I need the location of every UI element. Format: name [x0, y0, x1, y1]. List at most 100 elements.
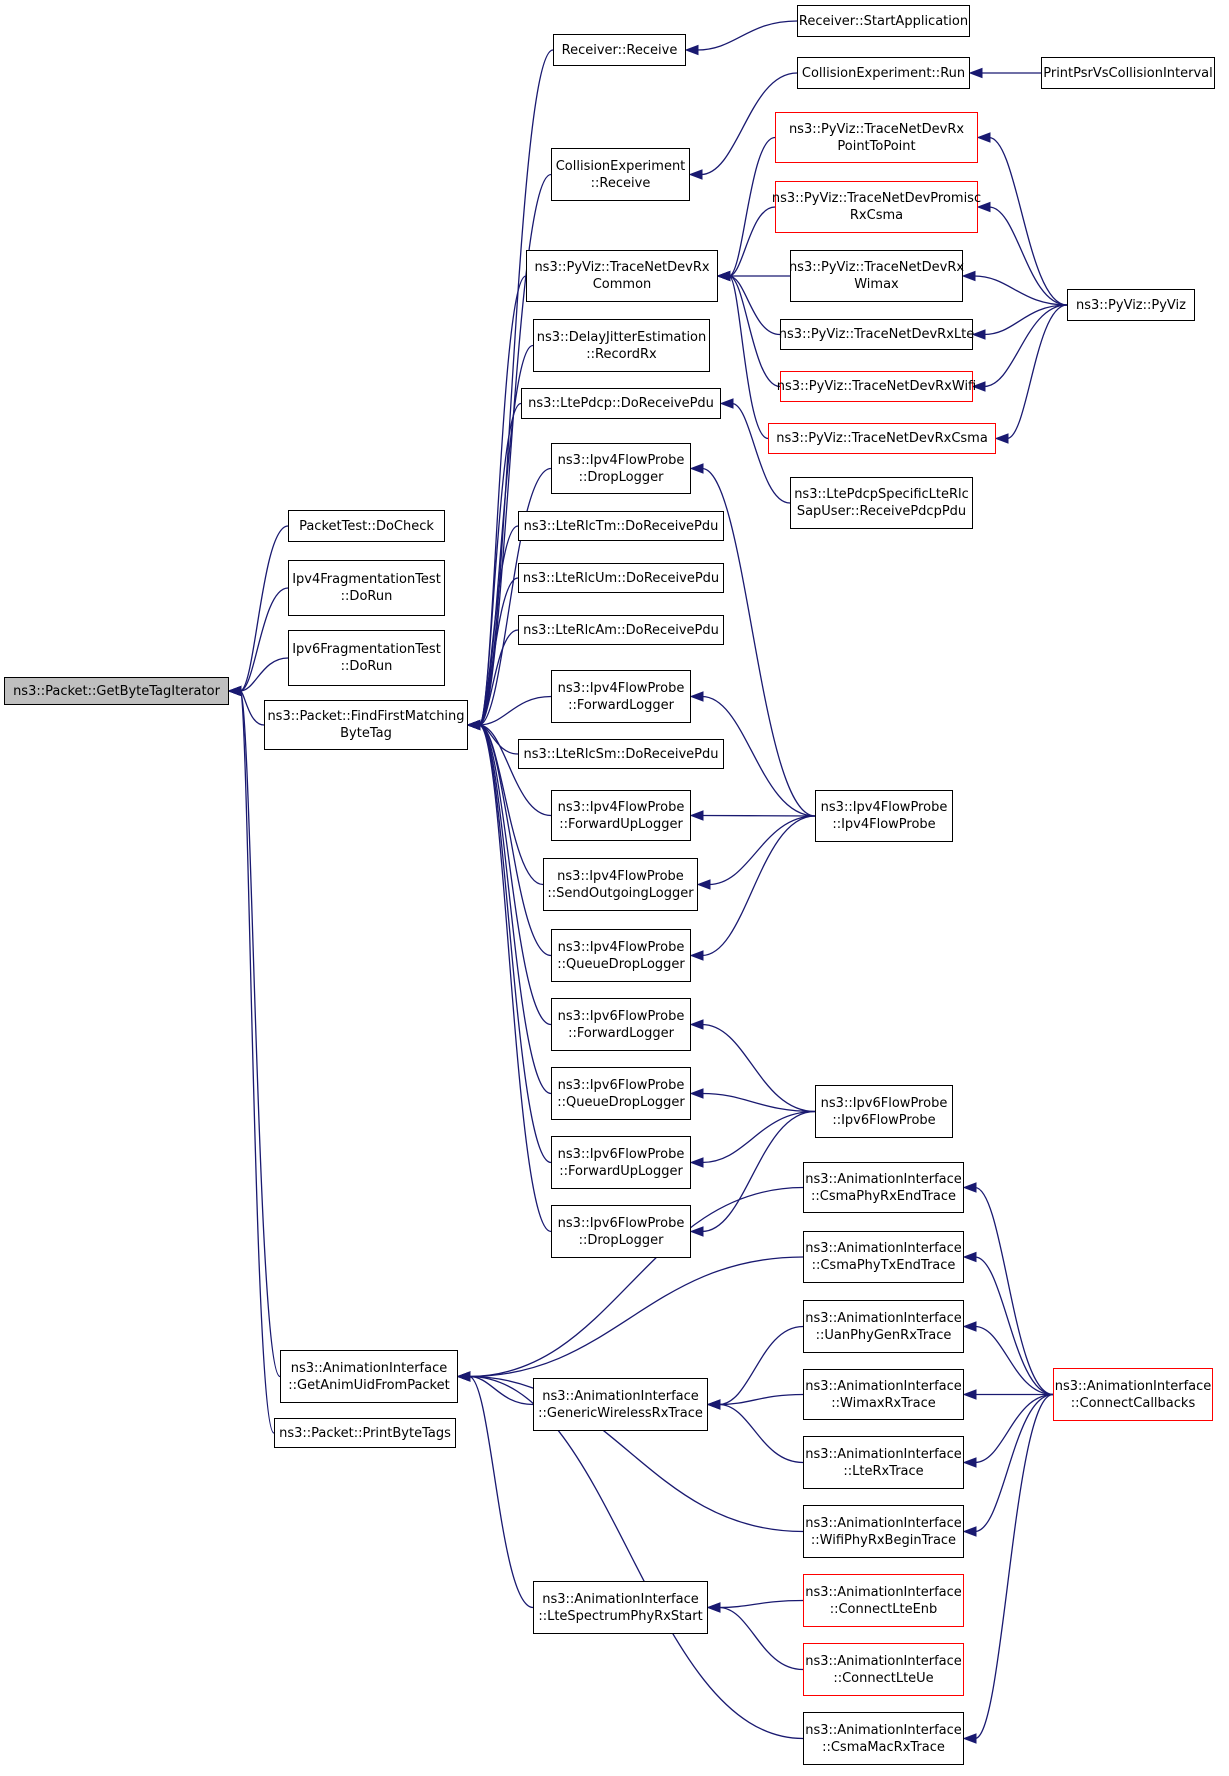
node-connectenb[interactable]: ns3::AnimationInterface ::ConnectLteEnb	[803, 1574, 964, 1627]
edge-ipv6probe-to-ipv6qdrop	[701, 1092, 816, 1113]
node-csmatxend[interactable]: ns3::AnimationInterface ::CsmaPhyTxEndTr…	[803, 1231, 964, 1283]
edge-arrowhead	[466, 719, 481, 731]
edge-connectcallbacks-to-lterx	[974, 1393, 1054, 1464]
edge-printbytetags-to-root	[239, 690, 275, 1434]
node-wimax[interactable]: ns3::PyViz::TraceNetDevRx Wimax	[789, 250, 964, 302]
node-printpsr[interactable]: PrintPsrVsCollisionInterval	[1041, 57, 1215, 89]
node-collrun[interactable]: CollisionExperiment::Run	[797, 57, 970, 89]
node-rlcum[interactable]: ns3::LteRlcUm::DoReceivePdu	[518, 563, 724, 593]
edge-connectenb-to-ltespectrum	[718, 1599, 804, 1609]
node-packettest[interactable]: PacketTest::DoCheck	[288, 510, 445, 542]
edge-arrowhead	[689, 1226, 704, 1237]
edge-ipv4frag-to-root	[239, 587, 289, 692]
edge-arrowhead	[716, 270, 731, 282]
edge-ptp-to-tracecommon	[728, 136, 776, 277]
edge-arrowhead	[719, 398, 734, 409]
edge-arrowhead	[962, 1389, 977, 1400]
edge-connectue-to-ltespectrum	[718, 1606, 804, 1671]
node-tracecommon[interactable]: ns3::PyViz::TraceNetDevRx Common	[526, 250, 718, 302]
edge-ipv4probe-to-ipv4qdrop	[701, 815, 816, 957]
node-ltepdcp[interactable]: ns3::LtePdcp::DoReceivePdu	[521, 388, 721, 419]
edge-arrowhead	[976, 132, 991, 143]
edge-arrowhead	[456, 1371, 471, 1382]
edge-arrowhead	[994, 433, 1009, 444]
node-genericwireless[interactable]: ns3::AnimationInterface ::GenericWireles…	[533, 1378, 708, 1431]
node-rlcsm[interactable]: ns3::LteRlcSm::DoReceivePdu	[518, 739, 724, 769]
node-pyviz[interactable]: ns3::PyViz::PyViz	[1067, 289, 1195, 321]
edge-connectcallbacks-to-csmamac	[974, 1393, 1054, 1740]
node-ltespectrum[interactable]: ns3::AnimationInterface ::LteSpectrumPhy…	[533, 1581, 708, 1634]
node-ipv6frag[interactable]: Ipv6FragmentationTest ::DoRun	[288, 630, 445, 686]
node-ipv4probe[interactable]: ns3::Ipv4FlowProbe ::Ipv4FlowProbe	[815, 790, 953, 842]
edge-pyviz-to-rxwifi	[983, 304, 1068, 388]
node-uanphy[interactable]: ns3::AnimationInterface ::UanPhyGenRxTra…	[803, 1300, 964, 1353]
node-rlctm[interactable]: ns3::LteRlcTm::DoReceivePdu	[518, 511, 724, 541]
edge-arrowhead	[962, 1182, 977, 1193]
node-connectue[interactable]: ns3::AnimationInterface ::ConnectLteUe	[803, 1643, 964, 1696]
edge-ipv4fwdup-to-findfirst	[478, 724, 552, 817]
edge-arrowhead	[968, 67, 983, 79]
node-rxwifi[interactable]: ns3::PyViz::TraceNetDevRxWifi	[777, 371, 976, 402]
node-wimaxrx[interactable]: ns3::AnimationInterface ::WimaxRxTrace	[803, 1369, 964, 1420]
edge-ipv6qdrop-to-findfirst	[478, 724, 552, 1095]
node-pdcpsap[interactable]: ns3::LtePdcpSpecificLteRlc SapUser::Rece…	[790, 477, 973, 529]
edge-arrowhead	[976, 201, 991, 213]
node-connectcallbacks[interactable]: ns3::AnimationInterface ::ConnectCallbac…	[1053, 1368, 1213, 1421]
edge-arrowhead	[962, 1526, 977, 1537]
node-lterx[interactable]: ns3::AnimationInterface ::LteRxTrace	[803, 1436, 964, 1489]
node-findfirst[interactable]: ns3::Packet::FindFirstMatching ByteTag	[264, 700, 468, 750]
edge-arrowhead	[227, 685, 242, 697]
node-printbytetags[interactable]: ns3::Packet::PrintByteTags	[274, 1418, 456, 1448]
edge-ipv4qdrop-to-findfirst	[478, 724, 552, 957]
edge-rlcam-to-findfirst	[478, 629, 519, 726]
edge-ltepdcp-to-findfirst	[478, 402, 522, 726]
edge-pyviz-to-ptp	[988, 136, 1068, 306]
edge-lterx-to-genericwireless	[718, 1403, 804, 1464]
node-rxlte[interactable]: ns3::PyViz::TraceNetDevRxLte	[779, 319, 974, 350]
edge-ipv6drop-to-findfirst	[478, 724, 552, 1233]
node-ipv6drop[interactable]: ns3::Ipv6FlowProbe ::DropLogger	[551, 1205, 691, 1258]
edge-ipv4probe-to-ipv4fwd	[701, 695, 816, 817]
edge-connectcallbacks-to-csmatxend	[974, 1256, 1054, 1396]
edge-ipv6probe-to-ipv6fwdup	[701, 1110, 816, 1164]
node-ipv6fwdup[interactable]: ns3::Ipv6FlowProbe ::ForwardUpLogger	[551, 1136, 691, 1189]
edge-ipv4probe-to-ipv4fwdup	[701, 814, 816, 817]
node-wifiphy[interactable]: ns3::AnimationInterface ::WifiPhyRxBegin…	[803, 1505, 964, 1558]
edge-arrowhead	[689, 1088, 704, 1099]
edge-rxcsma-to-tracecommon	[728, 275, 769, 440]
edge-arrowhead	[689, 463, 704, 474]
edge-ipv6fwdup-to-findfirst	[478, 724, 552, 1164]
edge-ipv6fwd-to-findfirst	[478, 724, 552, 1026]
node-ipv4frag[interactable]: Ipv4FragmentationTest ::DoRun	[288, 560, 445, 616]
node-startapp[interactable]: Receiver::StartApplication	[797, 5, 970, 37]
node-ipv4fwd[interactable]: ns3::Ipv4FlowProbe ::ForwardLogger	[551, 670, 691, 723]
edge-arrowhead	[962, 1457, 977, 1468]
node-ipv6probe[interactable]: ns3::Ipv6FlowProbe ::Ipv6FlowProbe	[815, 1085, 953, 1138]
edge-ipv4probe-to-ipv4drop	[701, 467, 816, 817]
edge-csmamac-to-getanimuid	[468, 1375, 804, 1740]
node-ipv6fwd[interactable]: ns3::Ipv6FlowProbe ::ForwardLogger	[551, 998, 691, 1051]
edge-arrowhead	[684, 44, 699, 56]
node-ipv4fwdup[interactable]: ns3::Ipv4FlowProbe ::ForwardUpLogger	[551, 790, 691, 841]
node-delayjitter[interactable]: ns3::DelayJitterEstimation ::RecordRx	[533, 319, 710, 372]
edge-arrowhead	[962, 1733, 977, 1744]
node-collreceive[interactable]: CollisionExperiment ::Receive	[551, 148, 690, 201]
node-root: ns3::Packet::GetByteTagIterator	[4, 677, 229, 705]
node-ipv4send[interactable]: ns3::Ipv4FlowProbe ::SendOutgoingLogger	[543, 858, 698, 911]
node-recvreceive[interactable]: Receiver::Receive	[553, 34, 686, 66]
node-promisc[interactable]: ns3::PyViz::TraceNetDevPromisc RxCsma	[772, 181, 981, 233]
node-csmarxend[interactable]: ns3::AnimationInterface ::CsmaPhyRxEndTr…	[803, 1162, 964, 1213]
edge-arrowhead	[689, 691, 704, 702]
node-getanimuid[interactable]: ns3::AnimationInterface ::GetAnimUidFrom…	[280, 1350, 458, 1403]
node-ipv4drop[interactable]: ns3::Ipv4FlowProbe ::DropLogger	[551, 443, 691, 494]
node-csmamac[interactable]: ns3::AnimationInterface ::CsmaMacRxTrace	[803, 1712, 964, 1765]
node-ptp[interactable]: ns3::PyViz::TraceNetDevRx PointToPoint	[775, 112, 978, 163]
node-rlcam[interactable]: ns3::LteRlcAm::DoReceivePdu	[518, 615, 724, 645]
node-ipv4qdrop[interactable]: ns3::Ipv4FlowProbe ::QueueDropLogger	[551, 929, 691, 982]
edge-arrowhead	[971, 381, 986, 392]
edge-getanimuid-to-root	[239, 690, 281, 1378]
node-ipv6qdrop[interactable]: ns3::Ipv6FlowProbe ::QueueDropLogger	[551, 1067, 691, 1120]
node-rxcsma[interactable]: ns3::PyViz::TraceNetDevRxCsma	[768, 423, 996, 454]
